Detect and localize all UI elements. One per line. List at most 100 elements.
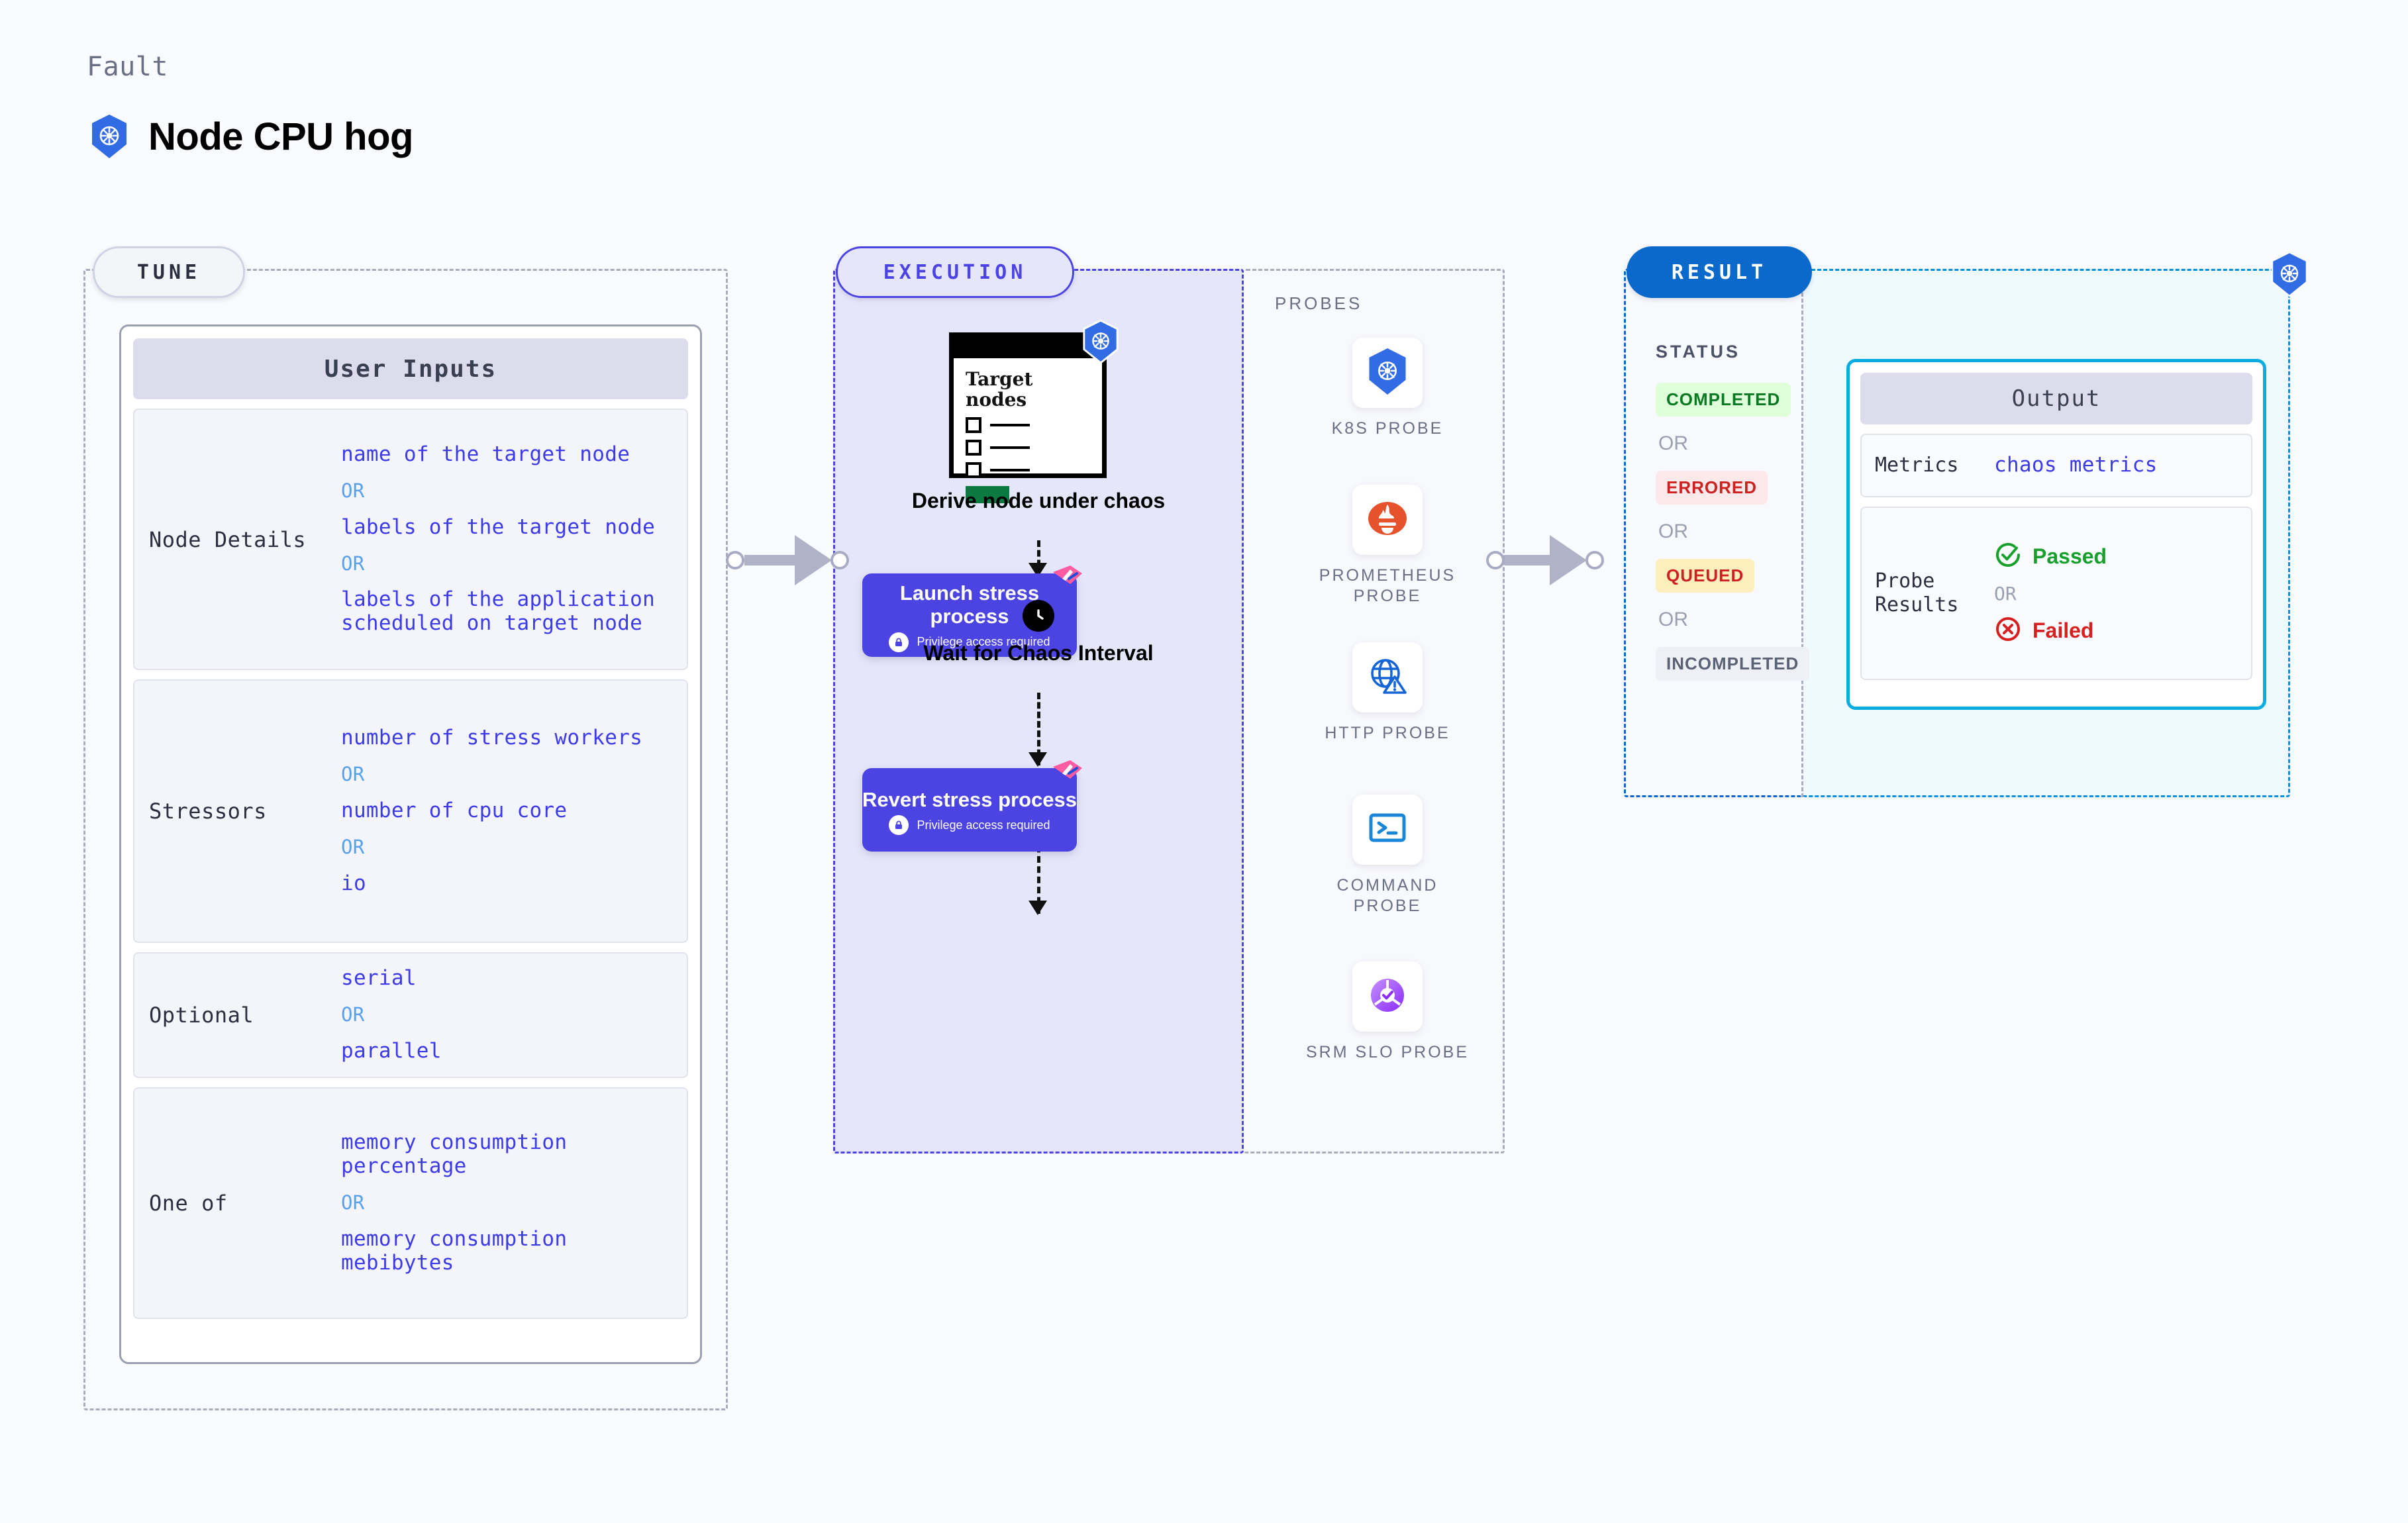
checkbox-row — [966, 462, 1090, 478]
probe-result-failed: Failed — [1994, 615, 2242, 646]
row-label: One of — [149, 1191, 228, 1216]
probe-prometheus[interactable]: PROMETHEUS PROBE — [1301, 485, 1474, 607]
or-separator: OR — [341, 479, 365, 502]
input-value: number of cpu core — [341, 799, 568, 823]
checkbox-icon — [966, 462, 981, 478]
row-label: Stressors — [149, 799, 267, 824]
step-label-derive-node: Derive node under chaos — [911, 489, 1166, 513]
step-title: Revert stress process — [862, 787, 1077, 811]
input-value: memory consumption mebibytes — [341, 1226, 568, 1275]
probe-tile — [1352, 795, 1423, 865]
status-badge-completed: COMPLETED — [1656, 383, 1791, 417]
probe-label: SRM SLO PROBE — [1306, 1043, 1469, 1061]
connector-line — [744, 555, 796, 565]
card-body: Target nodes — [954, 358, 1102, 503]
probe-tile — [1352, 961, 1423, 1032]
status-badge-incompleted: INCOMPLETED — [1656, 647, 1810, 681]
lock-icon — [889, 632, 909, 652]
or-separator: OR — [341, 835, 365, 858]
tune-pill[interactable]: TUNE — [93, 246, 245, 298]
row-values: number of stress workers OR number of cp… — [341, 726, 679, 895]
harness-logo-icon — [1050, 759, 1085, 791]
target-nodes-title: Target nodes — [966, 368, 1033, 411]
metrics-value: chaos metrics — [1994, 453, 2158, 477]
kubernetes-icon — [2269, 251, 2310, 300]
row-values: chaos metrics — [1994, 453, 2242, 477]
or-separator: OR — [341, 1191, 365, 1214]
srm-slo-icon — [1366, 973, 1409, 1020]
probe-result-passed: Passed — [1994, 541, 2242, 572]
placeholder-line — [990, 468, 1030, 471]
row-label: Optional — [149, 1003, 254, 1028]
output-row-metrics: Metrics chaos metrics — [1860, 434, 2252, 497]
probes-section-title: PROBES — [1275, 293, 1363, 313]
close-circle-icon — [1994, 615, 2022, 646]
status-badge-errored: ERRORED — [1656, 471, 1768, 505]
probe-tile — [1352, 485, 1423, 555]
output-card-header: Output — [1860, 373, 2252, 424]
probe-result-passed-label: Passed — [2032, 544, 2107, 568]
probe-http[interactable]: HTTP PROBE — [1301, 642, 1474, 744]
row-values: name of the target node OR labels of the… — [341, 442, 679, 636]
checkbox-row — [966, 439, 1090, 456]
probe-command[interactable]: COMMAND PROBE — [1301, 795, 1474, 917]
tune-lane — [83, 269, 728, 1410]
probe-label: HTTP PROBE — [1325, 724, 1450, 742]
row-label: Node Details — [149, 526, 307, 552]
tune-row-stressors: Stressors number of stress workers OR nu… — [133, 679, 688, 943]
checkbox-icon — [966, 417, 981, 433]
probe-tile — [1352, 642, 1423, 712]
probe-result-failed-label: Failed — [2032, 618, 2094, 642]
card-title-bar — [954, 337, 1102, 358]
row-values: Passed OR Failed — [1994, 541, 2242, 646]
prometheus-icon — [1366, 497, 1409, 544]
execution-pill[interactable]: EXECUTION — [836, 246, 1074, 298]
row-label: Probe Results — [1875, 569, 1959, 616]
tune-row-optional: Optional serial OR parallel — [133, 952, 688, 1078]
globe-warning-icon — [1366, 654, 1409, 701]
user-inputs-header: User Inputs — [133, 338, 688, 399]
input-value: name of the target node — [341, 442, 630, 466]
lock-icon — [889, 815, 909, 836]
step-label-wait-chaos: Wait for Chaos Interval — [923, 641, 1154, 665]
probe-srm-slo[interactable]: SRM SLO PROBE — [1301, 961, 1474, 1063]
connector-dot — [726, 551, 744, 569]
input-value: io — [341, 871, 366, 895]
execution-flow: Target nodes — [833, 269, 1244, 1154]
status-section-title: STATUS — [1656, 342, 1740, 362]
step-title: Launch stress process — [899, 581, 1040, 628]
connector-tune-to-execution — [726, 535, 849, 585]
probe-k8s[interactable]: K8S PROBE — [1301, 338, 1474, 439]
status-list: COMPLETED OR ERRORED OR QUEUED OR INCOMP… — [1656, 383, 1810, 681]
checkbox-row — [966, 417, 1090, 433]
connector-dot — [1486, 551, 1505, 569]
result-output-divider — [1801, 269, 1803, 797]
input-value: memory consumption percentage — [341, 1130, 568, 1179]
target-nodes-card: Target nodes — [949, 319, 1119, 503]
placeholder-line — [990, 446, 1030, 449]
check-circle-icon — [1994, 541, 2022, 572]
result-pill[interactable]: RESULT — [1627, 246, 1812, 298]
user-inputs-card: User Inputs Node Details name of the tar… — [119, 324, 702, 1364]
tune-row-one-of: One of memory consumption percentage OR … — [133, 1087, 688, 1319]
step-launch-stress-process[interactable]: Launch stress process Privilege access r… — [862, 565, 1082, 657]
input-value: labels of the application scheduled on t… — [341, 587, 656, 636]
tune-row-node-details: Node Details name of the target node OR … — [133, 409, 688, 670]
output-card: Output Metrics chaos metrics Probe Resul… — [1846, 359, 2266, 710]
result-lane — [1624, 269, 1803, 797]
or-separator: OR — [1658, 520, 1688, 542]
row-label: Metrics — [1875, 454, 1959, 477]
kubernetes-icon — [89, 114, 130, 159]
kubernetes-icon — [1366, 348, 1409, 399]
connector-dot — [830, 551, 849, 569]
probe-label: COMMAND PROBE — [1336, 876, 1438, 916]
row-values: serial OR parallel — [341, 966, 679, 1063]
or-separator: OR — [341, 552, 365, 575]
step-revert-stress-process[interactable]: Revert stress process Privilege access r… — [862, 760, 1082, 852]
input-value: labels of the target node — [341, 515, 656, 539]
connector-dot — [1585, 551, 1604, 569]
clock-icon — [1023, 600, 1054, 632]
row-values: memory consumption percentage OR memory … — [341, 1130, 679, 1275]
status-badge-queued: QUEUED — [1656, 559, 1755, 593]
